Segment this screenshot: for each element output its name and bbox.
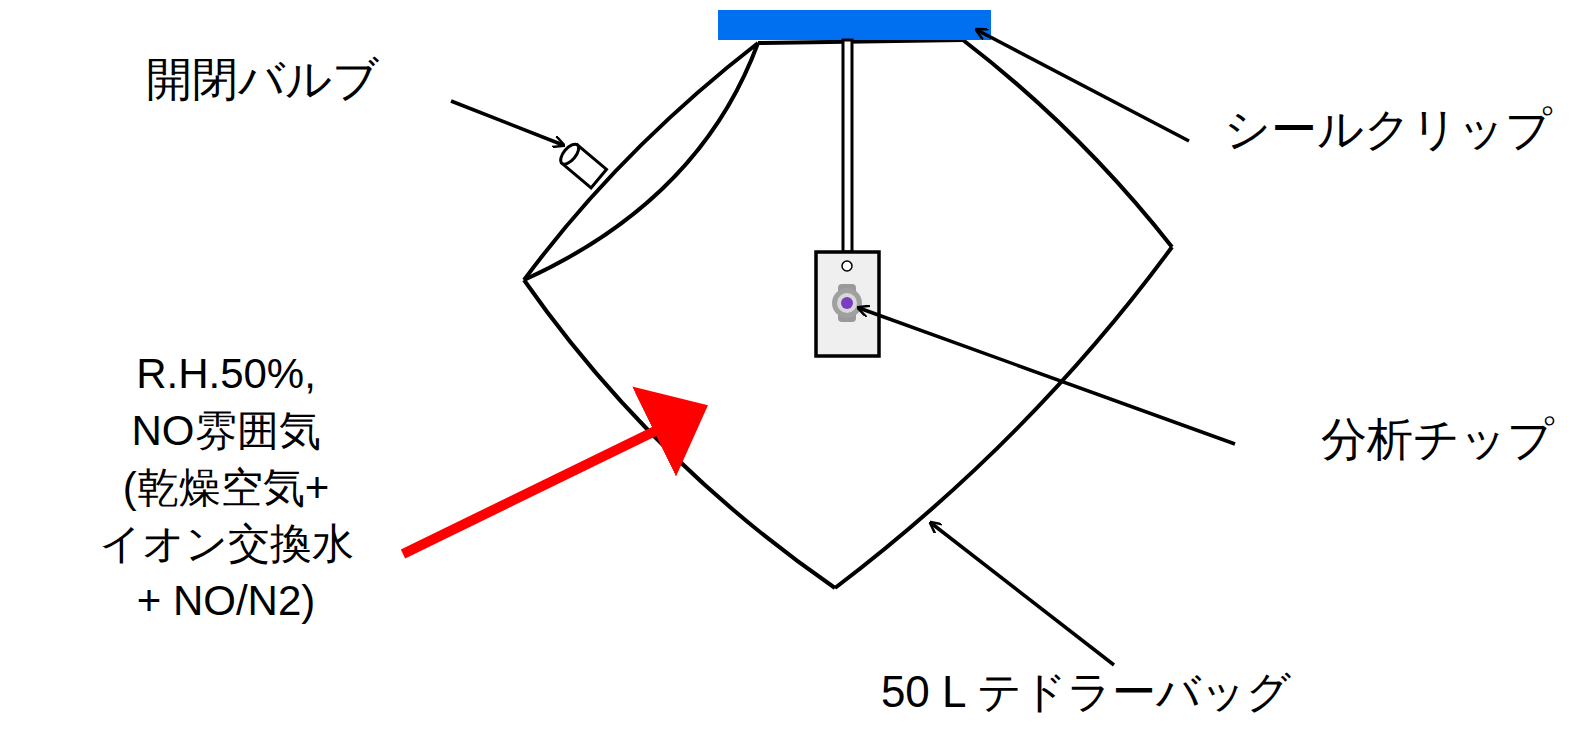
chip-sensor: [832, 284, 862, 322]
tedlar-bag: [524, 40, 1172, 588]
bag-label: 50 L テドラーバッグ: [881, 666, 1291, 719]
valve-label: 開閉バルブ: [146, 52, 379, 107]
leader-lines: [451, 30, 1235, 665]
chip-hole: [842, 261, 852, 271]
hanger-rod: [843, 40, 852, 252]
valve: [557, 141, 606, 188]
atmosphere-note: R.H.50%, NO雰囲気 (乾燥空気+ イオン交換水+ NO/N2): [99, 346, 354, 629]
seal-clip: [718, 10, 991, 40]
clip-label: シールクリップ: [1224, 102, 1552, 157]
chip-label: 分析チップ: [1321, 412, 1554, 467]
analysis-chip: [816, 252, 879, 356]
gas-inflow-arrow: [403, 414, 690, 554]
